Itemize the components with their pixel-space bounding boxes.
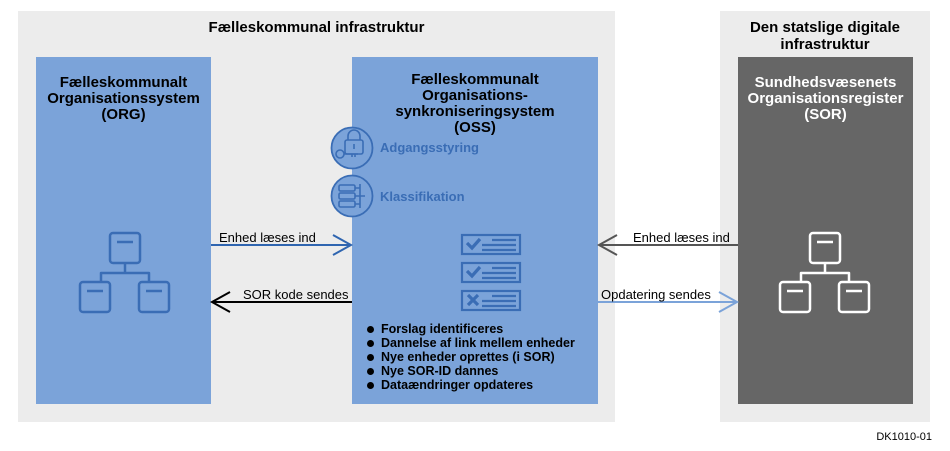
org-hierarchy-icon (78, 231, 171, 314)
sor-box: Sundhedsvæsenets Organisationsregister (… (738, 57, 913, 404)
oss-bullet-list: Forslag identificeres Dannelse af link m… (365, 322, 575, 392)
panel-title-left: Fælleskommunal infrastruktur (208, 19, 425, 36)
arrow-label-oss-to-sor: Opdatering sendes (601, 287, 711, 302)
bullet-item: Dataændringer opdateres (365, 378, 575, 392)
arrow-org-to-oss (211, 234, 354, 256)
bullet-item: Forslag identificeres (365, 322, 575, 336)
arrow-label-oss-to-org: SOR kode sendes (243, 287, 349, 302)
org-box-title: Fælleskommunalt Organisationssystem (ORG… (47, 74, 200, 123)
oss-box: Fælleskommunalt Organisations- synkronis… (352, 57, 598, 404)
checklist-icon (460, 233, 522, 312)
bullet-item: Nye SOR-ID dannes (365, 364, 575, 378)
feature-adgangsstyring: Adgangsstyring (380, 140, 479, 155)
arrow-label-org-to-oss: Enhed læses ind (219, 230, 316, 245)
org-hierarchy-icon (778, 231, 871, 314)
arrow-oss-to-org (209, 291, 352, 313)
panel-title-right: Den statslige digitale infrastruktur (749, 19, 901, 53)
bullet-item: Dannelse af link mellem enheder (365, 336, 575, 350)
arrow-oss-to-sor (598, 291, 740, 313)
org-box: Fælleskommunalt Organisationssystem (ORG… (36, 57, 211, 404)
oss-box-title: Fælleskommunalt Organisations- synkronis… (395, 71, 555, 136)
lock-key-icon (330, 126, 374, 170)
feature-klassifikation: Klassifikation (380, 189, 465, 204)
classification-icon (330, 174, 374, 218)
figure-code: DK1010-01 (876, 431, 932, 443)
arrow-sor-to-oss (596, 234, 738, 256)
sor-box-title: Sundhedsvæsenets Organisationsregister (… (747, 74, 904, 123)
bullet-item: Nye enheder oprettes (i SOR) (365, 350, 575, 364)
arrow-label-sor-to-oss: Enhed læses ind (633, 230, 730, 245)
